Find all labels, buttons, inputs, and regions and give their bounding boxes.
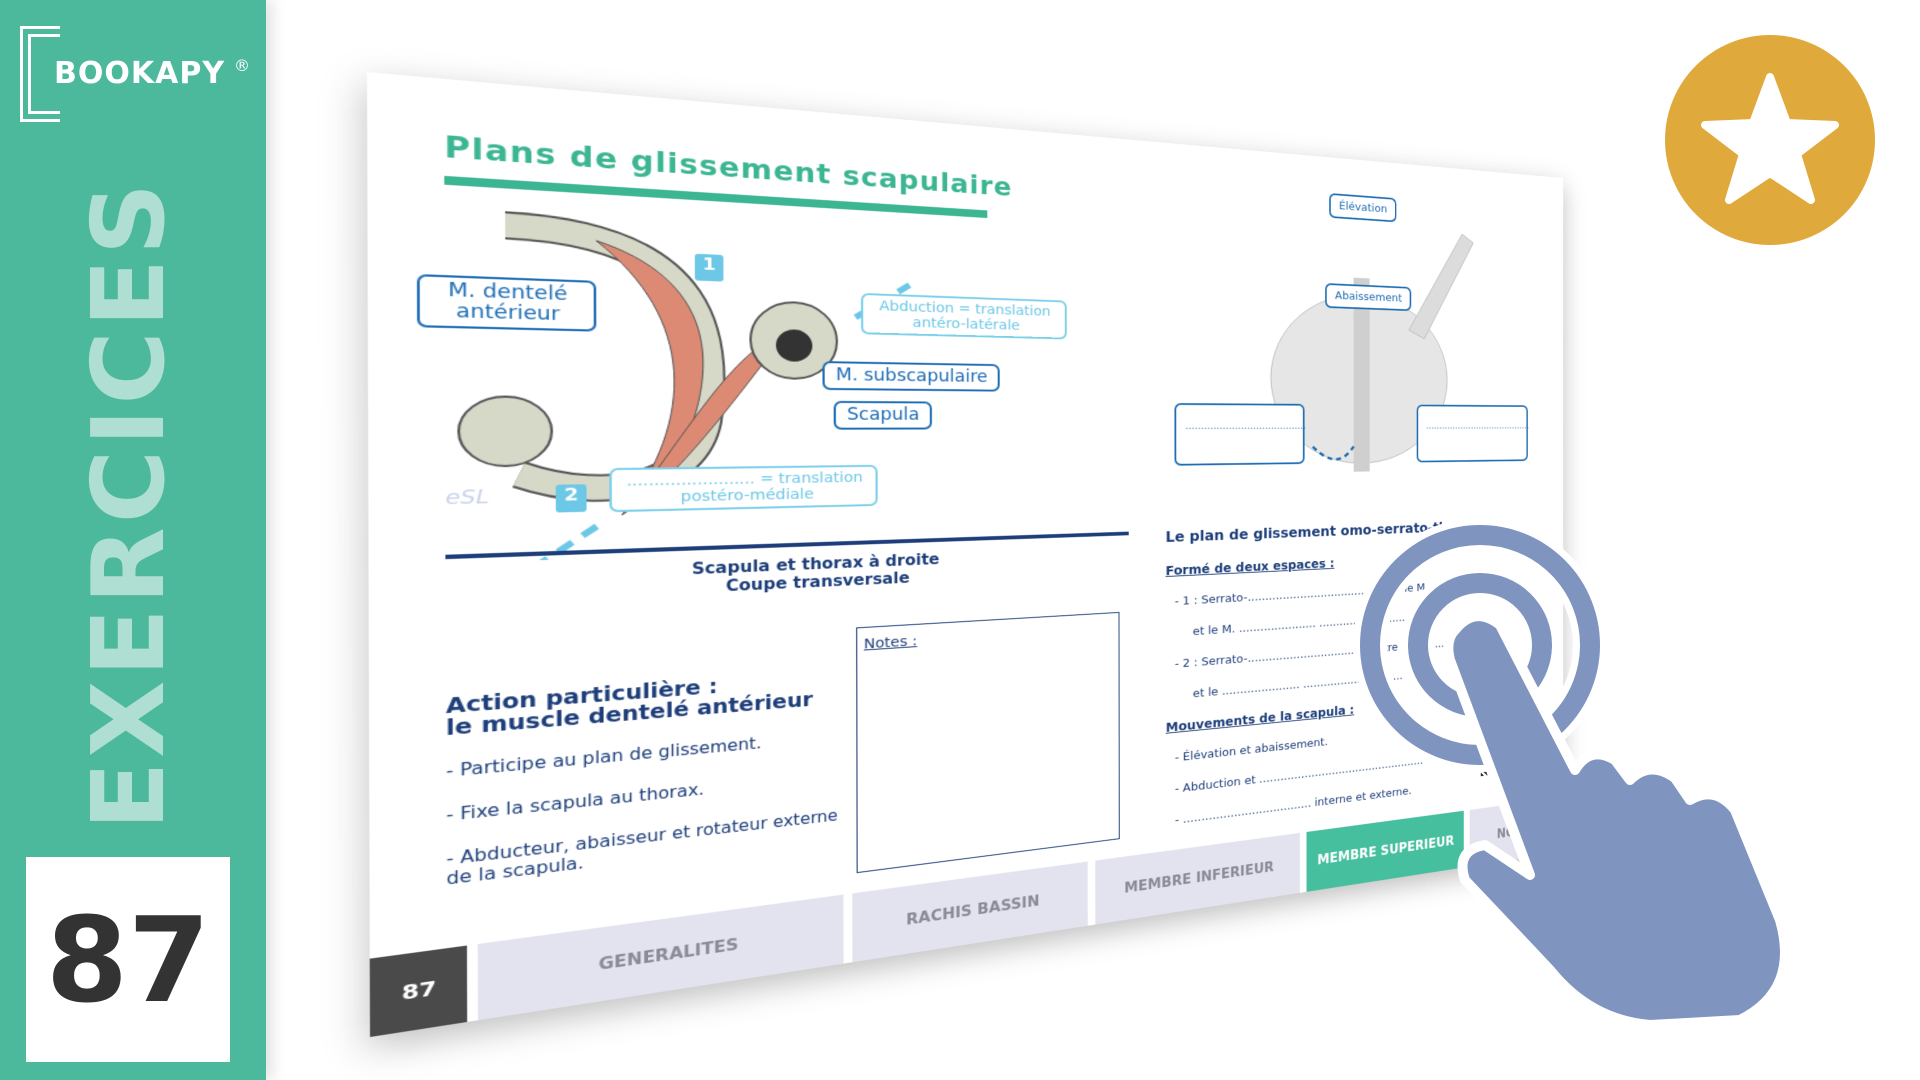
brand-name: BOOKAPY bbox=[54, 56, 225, 91]
favorite-button[interactable] bbox=[1665, 35, 1875, 245]
tab-membre-inferieur[interactable]: MEMBRE INFERIEUR bbox=[1095, 833, 1300, 925]
marker-2: 2 bbox=[556, 484, 587, 512]
diagram-watermark: eSL bbox=[445, 486, 489, 510]
tab-generalites[interactable]: GENERALITES bbox=[478, 895, 844, 1021]
section-label: EXERCICES bbox=[70, 179, 187, 830]
scapula-diagram bbox=[410, 198, 1138, 565]
label-scapula: Scapula bbox=[834, 401, 933, 430]
label-abaissement: Abaissement bbox=[1325, 283, 1411, 311]
exercise-number: 87 bbox=[26, 857, 230, 1062]
sidebar: BOOKAPY ® EXERCICES 87 bbox=[0, 0, 266, 1080]
star-icon bbox=[1665, 35, 1875, 245]
action-heading: Action particulière :le muscle dentelé a… bbox=[446, 670, 813, 740]
tab-rachis-bassin[interactable]: RACHIS BASSIN bbox=[852, 862, 1087, 963]
label-dentele: M. dentelé antérieur bbox=[417, 274, 596, 332]
notes-label: Notes : bbox=[864, 634, 917, 653]
brand-mark: ® bbox=[234, 56, 250, 75]
label-elevation: Élévation bbox=[1329, 193, 1397, 222]
label-subscapulaire: M. subscapulaire bbox=[822, 361, 999, 392]
page-title: Plans de glissement scapulaire bbox=[444, 132, 1012, 203]
notes-box[interactable]: Notes : bbox=[856, 612, 1120, 873]
hand-tap-icon bbox=[1290, 520, 1810, 1040]
marker-1: 1 bbox=[695, 254, 724, 282]
skeleton-blank-right[interactable]: ........................................ bbox=[1417, 405, 1528, 463]
page-number: 87 bbox=[370, 946, 467, 1038]
skeleton-blank-left[interactable]: ........................................ bbox=[1174, 403, 1304, 466]
label-abduction: Abduction = translationantéro-latérale bbox=[861, 293, 1067, 340]
bookapy-logo: BOOKAPY ® bbox=[20, 26, 260, 122]
label-blank-translation[interactable]: ........................ = translationpo… bbox=[609, 465, 877, 513]
